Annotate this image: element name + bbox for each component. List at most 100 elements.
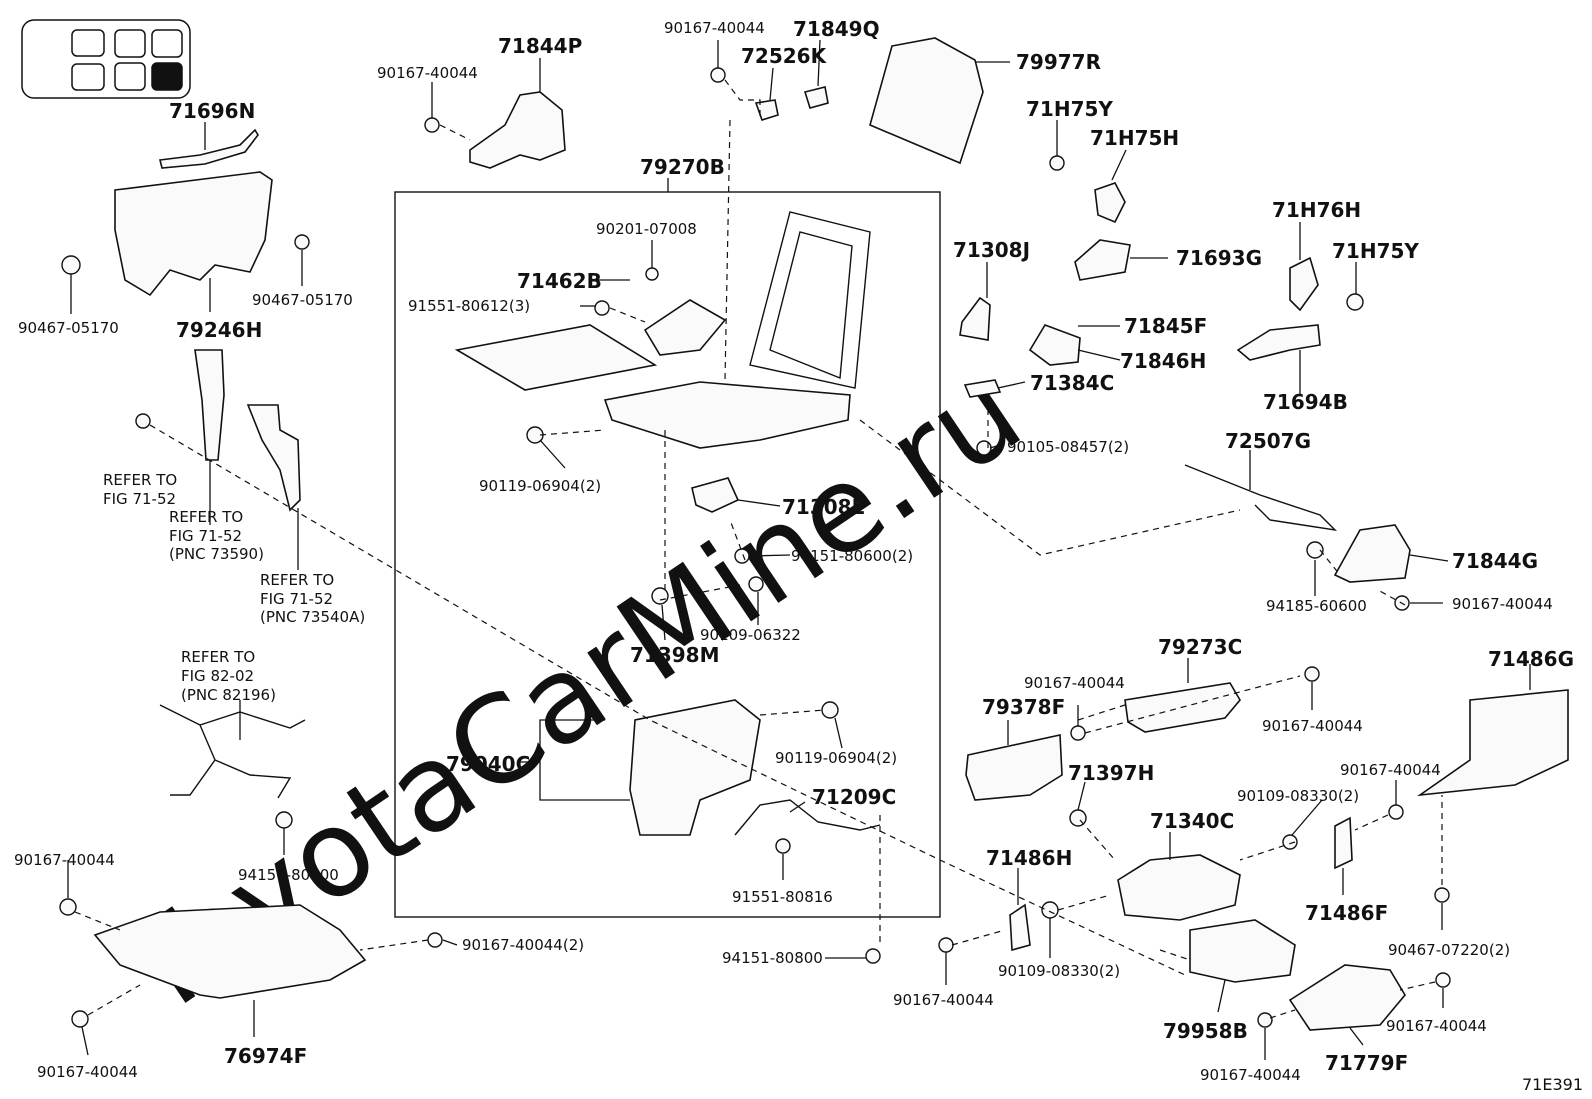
label-79040C: 79040C (446, 752, 530, 776)
part-71844G (1333, 524, 1411, 583)
part-number-labels: 71696N 71844P 90167-40044 90167-40044 71… (14, 17, 1574, 1084)
label-71308L: 71308L (782, 495, 865, 519)
label-90167-40044-i: 90167-40044 (893, 991, 994, 1009)
ref-1-line2: FIG 71-52 (103, 490, 176, 508)
leader-lines (67, 39, 1531, 1060)
label-90119-06904-b: 90119-06904(2) (775, 749, 897, 767)
label-90167-40044-k: 90167-40044 (1200, 1066, 1301, 1084)
part-71340C (1117, 854, 1241, 921)
label-79273C: 79273C (1158, 635, 1242, 659)
label-71H75Y-b: 71H75Y (1332, 239, 1419, 263)
part-71779F (1288, 964, 1406, 1031)
label-90467-05170-b: 90467-05170 (252, 291, 353, 309)
label-71486H: 71486H (986, 846, 1072, 870)
part-76974F (93, 904, 367, 999)
part-71696N (159, 128, 259, 169)
label-91551-80816: 91551-80816 (732, 888, 833, 906)
part-79270B-base (603, 381, 851, 449)
part-71846H (1028, 324, 1081, 366)
label-79378F: 79378F (982, 695, 1065, 719)
label-90109-08330-a: 90109-08330(2) (1237, 787, 1359, 805)
label-90119-06904-a: 90119-06904(2) (479, 477, 601, 495)
label-71308J: 71308J (953, 238, 1030, 262)
reference-notes: REFER TO FIG 71-52 REFER TO FIG 71-52 (P… (103, 471, 365, 704)
highlighted-seat-cell (151, 62, 183, 91)
label-91551-80612: 91551-80612(3) (408, 297, 530, 315)
label-71H75H: 71H75H (1090, 126, 1179, 150)
part-71693G (1074, 239, 1131, 281)
part-71844P (469, 91, 566, 169)
label-71694B: 71694B (1263, 390, 1348, 414)
label-71H76H: 71H76H (1272, 198, 1361, 222)
label-71398M: 71398M (630, 643, 719, 667)
label-94151-80600: 94151-80600 (238, 866, 339, 884)
label-90109-06322: 90109-06322 (700, 626, 801, 644)
label-90167-40044-f: 90167-40044 (1340, 761, 1441, 779)
label-71693G: 71693G (1176, 246, 1262, 270)
part-71486F (1334, 816, 1353, 870)
ref-4-line1: REFER TO (181, 648, 255, 666)
label-76974F: 76974F (224, 1044, 307, 1068)
ref-3-line3: (PNC 73540A) (260, 608, 365, 626)
label-90167-40044-l: 90167-40044 (37, 1063, 138, 1081)
ref-3-line2: FIG 71-52 (260, 590, 333, 608)
part-71486G (1417, 689, 1569, 797)
label-72507G: 72507G (1225, 429, 1311, 453)
part-71486H (1009, 903, 1031, 952)
seat-position-icon (21, 19, 191, 99)
ref-3-line1: REFER TO (260, 571, 334, 589)
ref-1-line1: REFER TO (103, 471, 177, 489)
label-71H75Y-a: 71H75Y (1026, 97, 1113, 121)
label-79958B: 79958B (1163, 1019, 1248, 1043)
part-79270B-backrest (749, 211, 871, 389)
part-79977R (869, 37, 984, 165)
part-71H76H (1289, 256, 1319, 312)
seatbelt-buckle-73540A (246, 404, 301, 512)
label-71844P: 71844P (498, 34, 582, 58)
label-72526K: 72526K (741, 44, 828, 68)
part-79958B (1189, 919, 1296, 983)
seatbelt-buckle-73590 (194, 349, 225, 461)
figure-code: 71E391 (1522, 1075, 1583, 1094)
label-71340C: 71340C (1150, 809, 1234, 833)
part-71384C (963, 379, 1002, 398)
label-94151-80600-2: 94151-80600(2) (791, 547, 913, 565)
label-90167-40044-c: 90167-40044 (1452, 595, 1553, 613)
label-90167-40044-d: 90167-40044 (1024, 674, 1125, 692)
label-94185-60600: 94185-60600 (1266, 597, 1367, 615)
label-90167-40044-g: 90167-40044 (14, 851, 115, 869)
part-72526K (754, 99, 779, 121)
label-90167-40044-e: 90167-40044 (1262, 717, 1363, 735)
ref-2-line2: FIG 71-52 (169, 527, 242, 545)
label-90167-40044-b: 90167-40044 (664, 19, 765, 37)
label-90467-05170-a: 90467-05170 (18, 319, 119, 337)
label-71397H: 71397H (1068, 761, 1154, 785)
label-90167-40044-a: 90167-40044 (377, 64, 478, 82)
part-71209C (734, 799, 881, 836)
label-90109-08330-b: 90109-08330(2) (998, 962, 1120, 980)
label-71844G: 71844G (1452, 549, 1538, 573)
label-71486G: 71486G (1488, 647, 1574, 671)
label-90105-08457: 90105-08457(2) (1007, 438, 1129, 456)
part-71462B-mat (454, 324, 658, 391)
label-90167-40044-j: 90167-40044 (1386, 1017, 1487, 1035)
label-71846H: 71846H (1120, 349, 1206, 373)
label-71209C: 71209C (812, 785, 896, 809)
label-71845F: 71845F (1124, 314, 1207, 338)
part-79378F (965, 734, 1063, 801)
part-79040C (629, 699, 761, 836)
label-71779F: 71779F (1325, 1051, 1408, 1075)
part-71462B (643, 299, 727, 356)
label-71849Q: 71849Q (793, 17, 880, 41)
label-79246H: 79246H (176, 318, 262, 342)
label-79270B: 79270B (640, 155, 725, 179)
part-79246H (114, 171, 273, 297)
label-71462B: 71462B (517, 269, 602, 293)
label-71696N: 71696N (169, 99, 255, 123)
label-71384C: 71384C (1030, 371, 1114, 395)
label-90201-07008: 90201-07008 (596, 220, 697, 238)
ref-2-line3: (PNC 73590) (169, 545, 264, 563)
label-90467-07220: 90467-07220(2) (1388, 941, 1510, 959)
label-79977R: 79977R (1016, 50, 1101, 74)
